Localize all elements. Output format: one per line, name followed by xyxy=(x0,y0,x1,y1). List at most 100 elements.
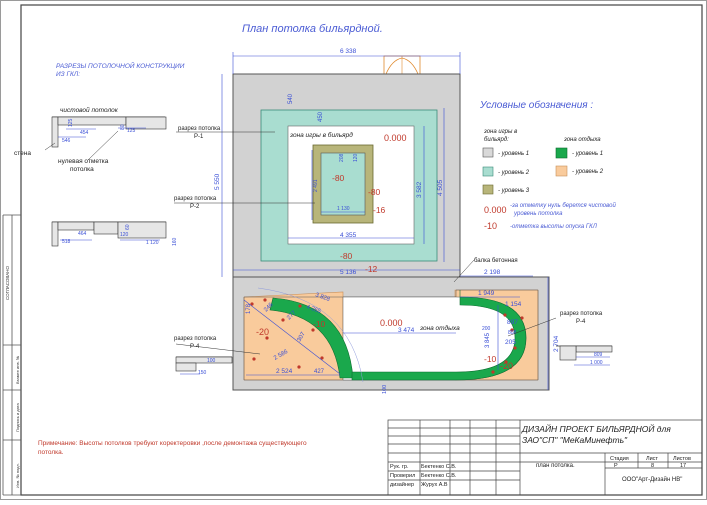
dim-246: 246 xyxy=(263,302,275,314)
dim-5550: 5 550 xyxy=(214,173,221,190)
legend-swatch-game-2 xyxy=(482,166,494,177)
dim-s125: 125 xyxy=(68,118,74,127)
sheet-name: план потолка. xyxy=(536,463,575,469)
dim-s100-left: 100 xyxy=(207,358,216,364)
elev-m80-a: -80 xyxy=(332,173,345,183)
dim-s454: 454 xyxy=(80,130,89,136)
callout-p1-1: разрез потолка xyxy=(178,126,221,132)
dim-4355: 4 355 xyxy=(340,232,357,239)
dim-3845: 3 845 xyxy=(485,332,491,348)
col-sheets: Листов xyxy=(673,456,691,462)
dim-2524: 2 524 xyxy=(276,368,293,375)
legend-game-level-2: - уровень 2 xyxy=(498,170,530,176)
role-2: Проверил xyxy=(390,473,415,479)
project-title-2: ЗАО"СП" "МеКаМинефть" xyxy=(522,435,628,445)
game-room xyxy=(232,73,461,278)
section-p1-detail xyxy=(44,116,167,161)
section-p4-left-detail xyxy=(175,356,233,375)
legend-swatch-rest-2 xyxy=(555,165,568,177)
dim-s120: 120 xyxy=(120,232,129,238)
rest-room xyxy=(232,276,550,391)
strip-agreed: СОГЛАСОВАНО xyxy=(5,266,10,300)
zone-rest-value: 0.000 xyxy=(380,318,403,328)
label-zero-mark-2: потолка xyxy=(70,166,94,173)
dim-s80: 80 xyxy=(120,124,126,130)
dim-540: 540 xyxy=(288,93,294,104)
dim-200: 200 xyxy=(482,326,491,332)
label-clean-ceiling: чистовой потолок xyxy=(60,106,119,114)
legend-title: Условные обозначения : xyxy=(479,99,593,111)
callout-beam: балка бетонная xyxy=(474,258,518,264)
legend-rest-level-2: - уровень 2 xyxy=(572,169,604,175)
dim-178: 178 xyxy=(246,303,252,314)
elev-m12: -12 xyxy=(365,264,378,274)
sections-heading-1: РАЗРЕЗЫ ПОТОЛОЧНОЙ КОНСТРУКЦИИ xyxy=(56,61,185,70)
section-p2-detail xyxy=(51,221,167,247)
dim-208: 208 xyxy=(339,153,345,162)
dim-s125b: 125 xyxy=(127,128,136,134)
name-3: Журух А.В xyxy=(421,482,448,488)
legend-rest-heading: зона отдыха xyxy=(563,137,601,143)
note-line-1: Примечание: Высоты потолков требуют коре… xyxy=(38,439,307,447)
binding-strip xyxy=(2,214,21,496)
col-sheet: Лист xyxy=(646,456,658,462)
dim-3582: 3 582 xyxy=(416,181,423,198)
dim-427: 427 xyxy=(314,369,325,375)
dim-100: 100 xyxy=(382,385,388,394)
sections-heading-2: ИЗ ГКЛ: xyxy=(56,71,80,78)
dim-s60: 60 xyxy=(125,224,131,230)
legend-game-heading-1: зона игры в xyxy=(483,129,517,135)
sheet-number: 8 xyxy=(651,463,654,469)
company-name: ООО"Арт-Дизайн НВ" xyxy=(622,476,682,483)
callout-lines xyxy=(174,131,557,355)
elev-m80-b: -80 xyxy=(368,187,381,197)
name-2: Бектенко С.В. xyxy=(421,473,457,479)
dim-1154: 1 154 xyxy=(505,301,522,308)
window-symbol xyxy=(383,55,421,75)
dim-277: 277 xyxy=(286,310,298,322)
legend-minus-symbol: -10 xyxy=(484,221,497,231)
legend-swatch-game-3 xyxy=(482,184,494,195)
legend-swatch-rest-1 xyxy=(555,147,568,159)
legend-game-heading-2: бильярд: xyxy=(484,137,509,143)
dim-3474: 3 474 xyxy=(398,327,415,334)
dim-s1120: 1 120 xyxy=(146,240,159,246)
dim-1130: 1 130 xyxy=(337,206,350,212)
legend-game-level-1: - уровень 1 xyxy=(498,151,529,157)
zone-game-label: зона игры в бильярд xyxy=(289,131,353,139)
drawing-title: План потолка бильярдной. xyxy=(242,23,383,35)
elev-m10-right: -10 xyxy=(484,354,497,364)
elev-m10-left: -10 xyxy=(313,319,326,329)
project-title-1: ДИЗАЙН ПРОЕКТ БИЛЬЯРДНОЙ для xyxy=(521,423,671,434)
legend-zero-symbol: 0.000 xyxy=(484,205,507,215)
elev-m80-c: -80 xyxy=(340,251,353,261)
legend-zero-text-1: -за отметку нуль берется чистовой xyxy=(510,202,616,209)
callout-p4-left-2: Р-4 xyxy=(190,344,200,350)
note-line-2: потолка. xyxy=(38,449,64,456)
title-block xyxy=(387,419,703,496)
dim-120: 120 xyxy=(353,153,359,162)
legend-minus-text: -отметка высоты опуска ГКЛ xyxy=(510,224,598,230)
dim-5136: 5 136 xyxy=(340,269,357,276)
zone-rest-label: зона отдыха xyxy=(419,324,460,332)
dim-s1000: 1 000 xyxy=(590,360,603,366)
legend-game-level-3: - уровень 3 xyxy=(498,188,530,194)
elev-m20-right: -20 xyxy=(500,361,513,371)
legend-rest-level-1: - уровень 1 xyxy=(572,151,603,157)
red-points xyxy=(250,298,524,374)
legend-zero-text-2: уровень потолка xyxy=(513,211,563,217)
strip-inv-orig: Инв. № подл. xyxy=(15,463,20,488)
strip-inv-replace: Взамен инв. № xyxy=(15,356,20,384)
dim-808: 808 xyxy=(508,330,517,336)
callout-p1-2: Р-1 xyxy=(194,134,204,140)
role-1: Рук. гр. xyxy=(390,464,409,470)
label-zero-mark-1: нулевая отметка xyxy=(58,158,109,165)
dim-top-width: 6 338 xyxy=(340,48,357,55)
dim-s150-left: 150 xyxy=(198,370,207,376)
dim-s546: 546 xyxy=(62,138,71,144)
zone-game-value: 0.000 xyxy=(384,133,407,143)
label-wall: стена xyxy=(14,150,31,157)
arc-guide xyxy=(257,287,364,383)
dim-3828: 3 828 xyxy=(314,292,331,303)
